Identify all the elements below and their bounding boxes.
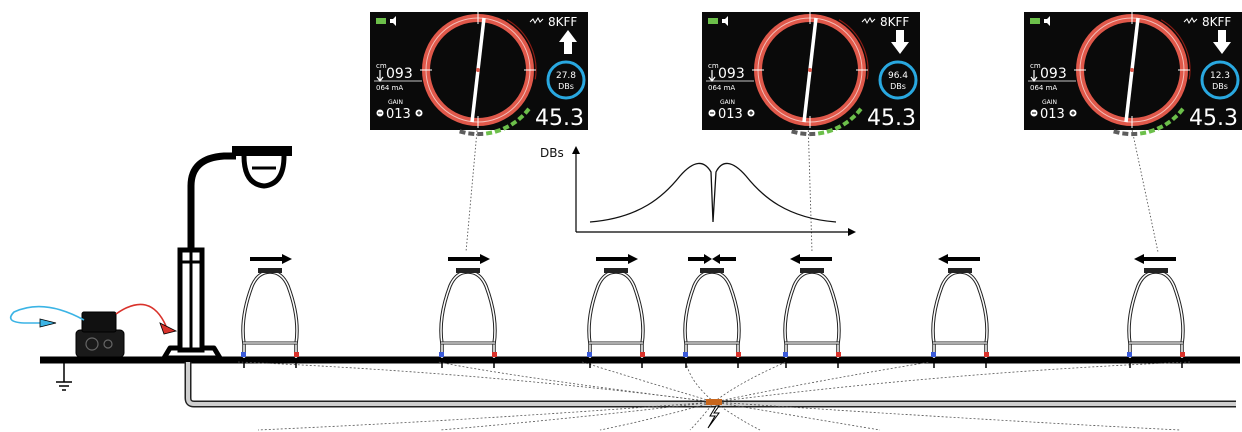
signal-lead-red bbox=[115, 303, 178, 335]
direction-arrow-icon bbox=[250, 254, 292, 264]
depth-unit: cm bbox=[376, 62, 387, 70]
db-value: 96.4 bbox=[888, 71, 908, 81]
db-highlight-circle bbox=[1200, 60, 1240, 100]
ground-lead-blue bbox=[9, 305, 85, 328]
street-lamp bbox=[161, 146, 292, 361]
speaker-mute-icon bbox=[390, 16, 396, 26]
a-frame-probe bbox=[931, 254, 989, 368]
depth-unit: cm bbox=[1030, 62, 1041, 70]
arrow-down-icon bbox=[1213, 30, 1231, 54]
arrow-up-icon bbox=[559, 30, 577, 54]
gain-label: GAIN bbox=[720, 99, 735, 106]
a-frame-probe bbox=[587, 254, 645, 368]
lightning-bolt-icon bbox=[707, 405, 720, 429]
direction-arrow-icon bbox=[1134, 254, 1176, 264]
display-leader-lines bbox=[465, 119, 1159, 253]
graph-y-axis-label: DBs bbox=[540, 146, 564, 160]
a-frame-probe bbox=[241, 254, 299, 368]
gain-value: 013 bbox=[1040, 107, 1065, 122]
current-value: 064 mA bbox=[1030, 84, 1057, 92]
direction-arrow-icon bbox=[596, 254, 638, 264]
a-frame-probe bbox=[783, 254, 841, 368]
current-value: 064 mA bbox=[708, 84, 735, 92]
db-value: 27.8 bbox=[556, 71, 576, 81]
signal-value: 45.3 bbox=[535, 106, 584, 131]
frequency-label: 8KFF bbox=[880, 15, 909, 29]
gain-label: GAIN bbox=[388, 99, 403, 106]
gain-label: GAIN bbox=[1042, 99, 1057, 106]
arrow-down-icon bbox=[891, 30, 909, 54]
fault-field-lines bbox=[237, 361, 1191, 431]
direction-arrow-icon bbox=[938, 254, 980, 264]
fault-marker bbox=[706, 399, 722, 429]
direction-arrow-icon bbox=[448, 254, 490, 264]
signal-strength-bar bbox=[459, 107, 531, 137]
db-value: 12.3 bbox=[1210, 71, 1230, 81]
battery-icon bbox=[1030, 18, 1040, 24]
a-frame-probe bbox=[1127, 254, 1185, 368]
db-unit: DBs bbox=[890, 82, 906, 91]
gain-value: 013 bbox=[718, 107, 743, 122]
signal-wave-icon bbox=[529, 16, 544, 25]
db-highlight-circle bbox=[878, 60, 918, 100]
direction-arrow-icon bbox=[688, 254, 736, 264]
direction-arrow-icon bbox=[790, 254, 832, 264]
current-value: 064 mA bbox=[376, 84, 403, 92]
signal-value: 45.3 bbox=[1189, 106, 1238, 131]
frequency-label: 8KFF bbox=[548, 15, 577, 29]
dbs-curve bbox=[589, 162, 837, 223]
db-highlight-circle bbox=[546, 60, 586, 100]
battery-icon bbox=[708, 18, 718, 24]
a-frame-probe bbox=[683, 254, 741, 368]
buried-cable bbox=[184, 362, 1236, 408]
ground-symbol bbox=[56, 362, 72, 391]
transmitter-unit bbox=[75, 311, 125, 358]
db-unit: DBs bbox=[1212, 82, 1228, 91]
a-frame-probe bbox=[439, 254, 497, 368]
speaker-mute-icon bbox=[1044, 16, 1050, 26]
signal-strength-bar bbox=[1113, 107, 1185, 137]
signal-wave-icon bbox=[861, 16, 876, 25]
speaker-mute-icon bbox=[722, 16, 728, 26]
depth-unit: cm bbox=[708, 62, 719, 70]
frequency-label: 8KFF bbox=[1202, 15, 1231, 29]
signal-strength-bar bbox=[791, 107, 863, 137]
signal-wave-icon bbox=[1183, 16, 1198, 25]
battery-icon bbox=[376, 18, 386, 24]
signal-value: 45.3 bbox=[867, 106, 916, 131]
depth-value: 093 bbox=[386, 66, 413, 82]
depth-value: 093 bbox=[718, 66, 745, 82]
depth-value: 093 bbox=[1040, 66, 1067, 82]
dbs-profile-graph: DBs bbox=[540, 146, 856, 236]
a-frame-group bbox=[241, 254, 1185, 368]
db-unit: DBs bbox=[558, 82, 574, 91]
gain-value: 013 bbox=[386, 107, 411, 122]
